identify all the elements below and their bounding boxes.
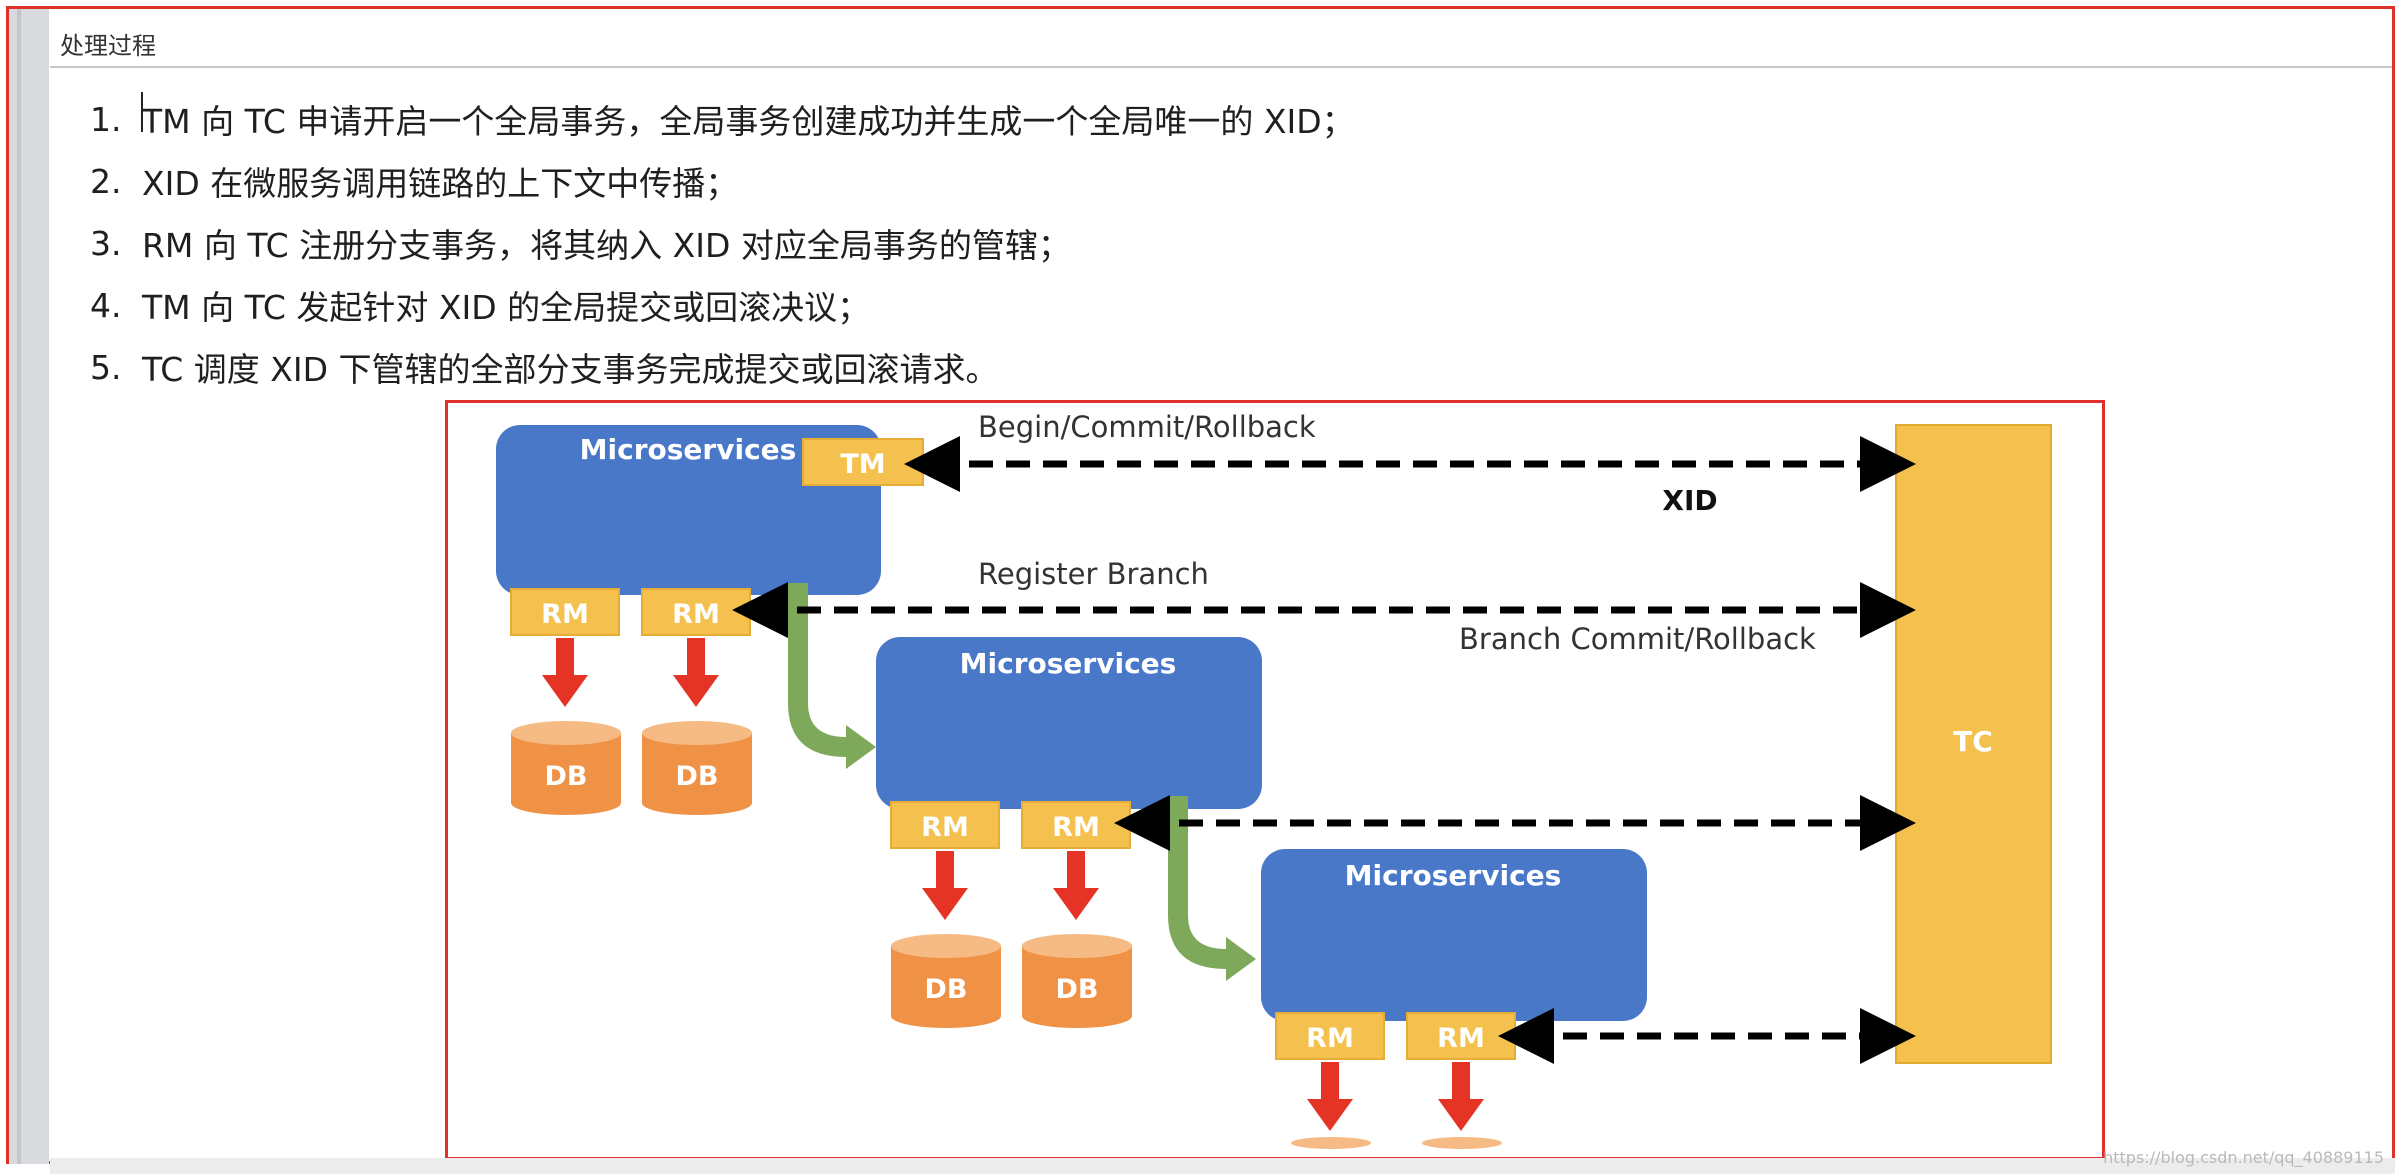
rm-tag [890, 801, 1000, 849]
microservices-label: Microservices [580, 433, 797, 466]
tc-label: TC [1953, 725, 1993, 758]
red-down-arrow [542, 638, 588, 707]
register-branch-label: Register Branch [978, 557, 1209, 591]
tm-tag [802, 438, 924, 486]
db-label: DB [1056, 974, 1099, 1005]
green-flow-arrow [1168, 796, 1256, 981]
db-label: DB [545, 761, 588, 792]
rm-tag [1275, 1012, 1385, 1060]
text-cursor [141, 92, 143, 132]
microservices-label: Microservices [1345, 859, 1562, 892]
step-text[interactable]: RM 向 TC 注册分支事务，将其纳入 XID 对应全局事务的管辖； [142, 226, 1071, 265]
step-number: 3. [90, 223, 122, 263]
rm-tag [510, 588, 620, 636]
step-number: 1. [90, 99, 122, 139]
left-gutter [9, 9, 49, 1164]
step-item: 3. RM 向 TC 注册分支事务，将其纳入 XID 对应全局事务的管辖； [90, 212, 1355, 274]
red-down-arrow [1438, 1062, 1484, 1131]
step-item: 2. XID 在微服务调用链路的上下文中传播； [90, 150, 1355, 212]
step-item: 4. TM 向 TC 发起针对 XID 的全局提交或回滚决议； [90, 274, 1355, 336]
step-number: 4. [90, 285, 122, 325]
red-down-arrow [1307, 1062, 1353, 1131]
diagram-image: TC Microservices TM RM RM DB DB Microser… [445, 400, 2105, 1160]
bottom-scroll-strip [50, 1158, 2395, 1174]
step-text[interactable]: TC 调度 XID 下管辖的全部分支事务完成提交或回滚请求。 [142, 350, 999, 389]
microservices-box [1261, 849, 1647, 1021]
db-cylinder [891, 946, 1001, 1028]
rm-label: RM [921, 812, 969, 843]
tm-label: TM [840, 449, 885, 480]
begin-commit-rollback-label: Begin/Commit/Rollback [978, 410, 1316, 444]
rm-label: RM [541, 599, 589, 630]
db-cylinder [642, 733, 752, 815]
rm-label: RM [1306, 1023, 1354, 1054]
db-top-partial [1291, 1137, 1371, 1149]
section-title: 处理过程 [60, 32, 156, 60]
db-cylinder [1022, 946, 1132, 1028]
xid-label: XID [1662, 484, 1717, 517]
step-item: 5. TC 调度 XID 下管辖的全部分支事务完成提交或回滚请求。 [90, 336, 1355, 398]
seata-architecture-diagram: TC Microservices TM RM RM DB DB Microser… [496, 410, 2052, 1149]
microservices-box [496, 425, 881, 595]
step-item: 1. TM 向 TC 申请开启一个全局事务，全局事务创建成功并生成一个全局唯一的 … [90, 88, 1355, 150]
branch-commit-rollback-label: Branch Commit/Rollback [1459, 622, 1816, 656]
steps-list: 1. TM 向 TC 申请开启一个全局事务，全局事务创建成功并生成一个全局唯一的 … [90, 88, 1355, 398]
red-down-arrow [922, 851, 968, 920]
watermark: https://blog.csdn.net/qq_40889115 [2103, 1148, 2384, 1167]
green-flow-arrow [788, 583, 876, 769]
red-down-arrow [1053, 851, 1099, 920]
db-label: DB [925, 974, 968, 1005]
tc-box [1895, 424, 2052, 1064]
rm-label: RM [1052, 812, 1100, 843]
section-header: 处理过程 [50, 10, 2392, 68]
rm-label: RM [672, 599, 720, 630]
step-text[interactable]: TM 向 TC 申请开启一个全局事务，全局事务创建成功并生成一个全局唯一的 XI… [142, 102, 1355, 141]
rm-label: RM [1437, 1023, 1485, 1054]
step-number: 2. [90, 161, 122, 201]
db-top-partial [1422, 1137, 1502, 1149]
microservices-box [876, 637, 1262, 809]
step-number: 5. [90, 347, 122, 387]
db-cylinder [511, 733, 621, 815]
red-down-arrow [673, 638, 719, 707]
step-text[interactable]: TM 向 TC 发起针对 XID 的全局提交或回滚决议； [142, 288, 871, 327]
db-label: DB [676, 761, 719, 792]
step-text[interactable]: XID 在微服务调用链路的上下文中传播； [142, 164, 739, 203]
microservices-label: Microservices [960, 647, 1177, 680]
